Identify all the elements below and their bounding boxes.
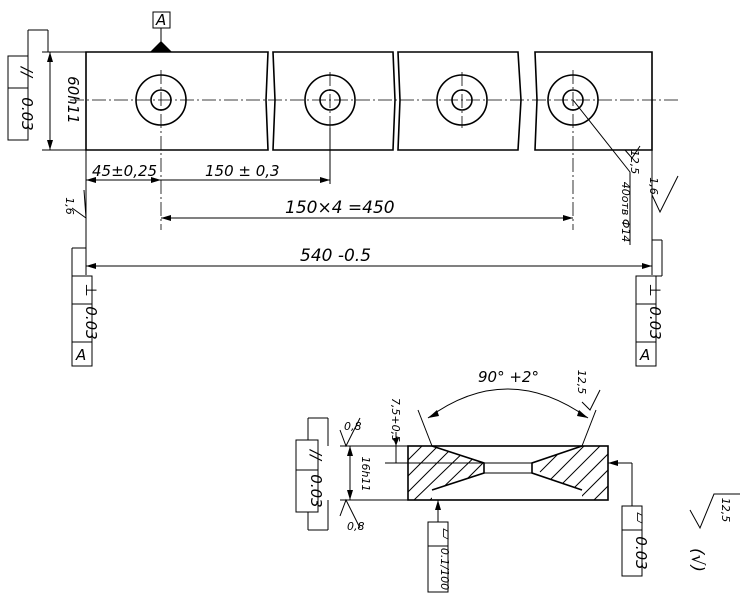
svg-text:45±0,25: 45±0,25 (92, 162, 157, 180)
datum-letter: A (155, 11, 166, 29)
svg-text:0.03: 0.03 (307, 474, 325, 507)
dim-540: 540 -0.5 (86, 150, 653, 275)
svg-text:⊥: ⊥ (646, 283, 664, 296)
svg-text:1,6: 1,6 (63, 197, 76, 215)
flatness-frame-left: ▱ 0.1/100 (427, 500, 456, 593)
dim-45: 45±0,25 (85, 150, 161, 275)
svg-text:0.03: 0.03 (82, 306, 100, 339)
general-roughness: 12,5 (√) (687, 493, 740, 572)
edge-roughness-right: 1,6 (647, 175, 679, 214)
datum-a-marker: A (150, 11, 172, 52)
svg-text:150×4 =450: 150×4 =450 (285, 198, 395, 218)
svg-text:0.03: 0.03 (646, 306, 664, 339)
svg-text://: // (307, 448, 325, 462)
height-dimension: 60h11 (42, 51, 86, 151)
section-parallel-frame: // 0.03 (295, 417, 329, 531)
svg-text:A: A (639, 346, 650, 364)
svg-text:150 ± 0,3: 150 ± 0,3 (205, 162, 280, 180)
svg-text:540 -0.5: 540 -0.5 (300, 246, 371, 266)
section-view: 90° +2° 12,5 7,5+0,5 16h11 0,8 (295, 368, 650, 593)
svg-text:(√): (√) (687, 548, 707, 572)
depth-dimension: 7,5+0,5 (385, 398, 484, 464)
dim-450: 150×4 =450 (161, 198, 573, 221)
svg-text:7,5+0,5: 7,5+0,5 (389, 398, 402, 442)
angle-dimension: 90° +2° 12,5 (417, 368, 601, 447)
svg-text:40отв Ф14: 40отв Ф14 (619, 182, 632, 243)
plan-view: A (7, 11, 680, 367)
svg-text:12,5: 12,5 (575, 370, 588, 395)
svg-text:0,8: 0,8 (344, 420, 362, 433)
flatness-frame-right: ▱ 0.03 (608, 460, 650, 577)
svg-text://: // (18, 65, 36, 79)
svg-text:1,6: 1,6 (647, 177, 660, 195)
svg-text:0.1/100: 0.1/100 (438, 548, 451, 590)
hole-leader: 40отв Ф14 12,5 (572, 99, 641, 245)
svg-text:0.03: 0.03 (632, 536, 650, 569)
svg-text:90° +2°: 90° +2° (478, 368, 539, 386)
svg-text:12,5: 12,5 (628, 150, 641, 175)
rough-bottom: 0,8 (339, 498, 365, 533)
svg-text:0.03: 0.03 (18, 97, 36, 130)
perp-frame-right: ⊥ 0.03 A (635, 239, 664, 367)
thickness-dimension: 16h11 (340, 445, 408, 501)
svg-text:16h11: 16h11 (359, 457, 372, 492)
perp-frame-left: ⊥ 0.03 A (71, 247, 100, 367)
svg-text:12,5: 12,5 (719, 498, 732, 523)
svg-text:⊥: ⊥ (82, 283, 100, 296)
svg-text:0,8: 0,8 (347, 520, 365, 533)
holes (135, 70, 599, 230)
rough-top: 0,8 (339, 417, 362, 448)
svg-text:▱: ▱ (438, 528, 456, 540)
svg-text:A: A (75, 346, 86, 364)
dim-150: 150 ± 0,3 (161, 128, 331, 184)
plan-parallel-frame: // 0.03 (7, 29, 49, 141)
svg-text:▱: ▱ (632, 512, 650, 524)
edge-roughness-left: 1,6 (63, 189, 87, 220)
section-outline (407, 445, 609, 501)
height-label: 60h11 (64, 76, 82, 124)
